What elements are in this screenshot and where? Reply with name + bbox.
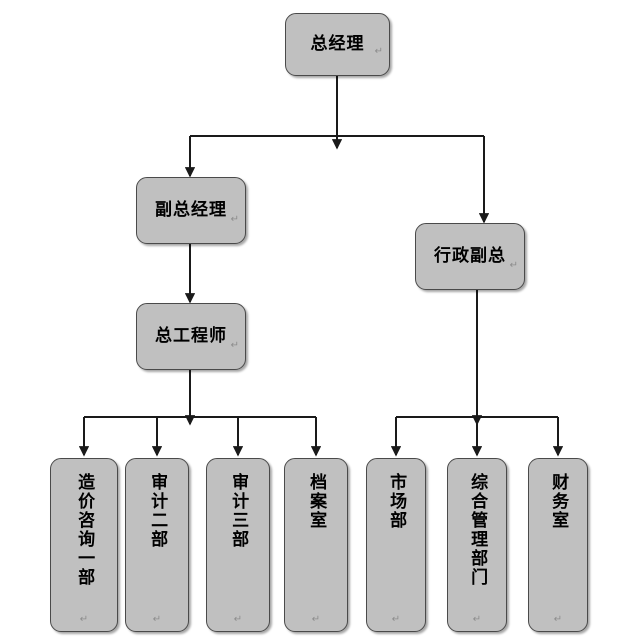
paragraph-mark-icon: ↵ [230, 340, 239, 351]
node-chief-engineer-label: 总工程师 [155, 326, 227, 346]
node-general-manager[interactable]: 总经理 ↵ [285, 13, 390, 76]
node-audit-dept-2-label: 审计二部 [147, 473, 168, 549]
paragraph-mark-icon: ↵ [230, 214, 239, 225]
node-general-management-dept[interactable]: 综合管理部门 ↵ [447, 458, 507, 632]
node-administrative-vice-president-label: 行政副总 [434, 246, 506, 266]
node-marketing-dept[interactable]: 市场部 ↵ [366, 458, 426, 632]
node-chief-engineer[interactable]: 总工程师 ↵ [136, 303, 246, 370]
node-audit-dept-3-label: 审计三部 [228, 473, 249, 549]
node-cost-consulting-dept-1-label: 造价咨询一部 [74, 473, 95, 587]
node-deputy-general-manager-label: 副总经理 [155, 200, 227, 220]
node-marketing-dept-label: 市场部 [386, 473, 407, 530]
paragraph-mark-icon: ↵ [509, 260, 518, 271]
node-general-management-dept-label: 综合管理部门 [467, 473, 488, 587]
paragraph-mark-icon: ↵ [79, 614, 89, 625]
paragraph-mark-icon: ↵ [152, 614, 162, 625]
paragraph-mark-icon: ↵ [233, 614, 243, 625]
node-general-manager-label: 总经理 [310, 34, 365, 54]
node-archives-office[interactable]: 档案室 ↵ [284, 458, 348, 632]
node-deputy-general-manager[interactable]: 副总经理 ↵ [136, 177, 246, 244]
node-cost-consulting-dept-1[interactable]: 造价咨询一部 ↵ [50, 458, 118, 632]
node-administrative-vice-president[interactable]: 行政副总 ↵ [415, 223, 525, 290]
node-audit-dept-2[interactable]: 审计二部 ↵ [125, 458, 189, 632]
paragraph-mark-icon: ↵ [391, 614, 401, 625]
paragraph-mark-icon: ↵ [311, 614, 321, 625]
node-audit-dept-3[interactable]: 审计三部 ↵ [206, 458, 270, 632]
paragraph-mark-icon: ↵ [472, 614, 482, 625]
node-finance-office[interactable]: 财务室 ↵ [528, 458, 588, 632]
node-finance-office-label: 财务室 [548, 473, 569, 530]
paragraph-mark-icon: ↵ [553, 614, 563, 625]
node-archives-office-label: 档案室 [306, 473, 327, 530]
paragraph-mark-icon: ↵ [374, 46, 383, 57]
